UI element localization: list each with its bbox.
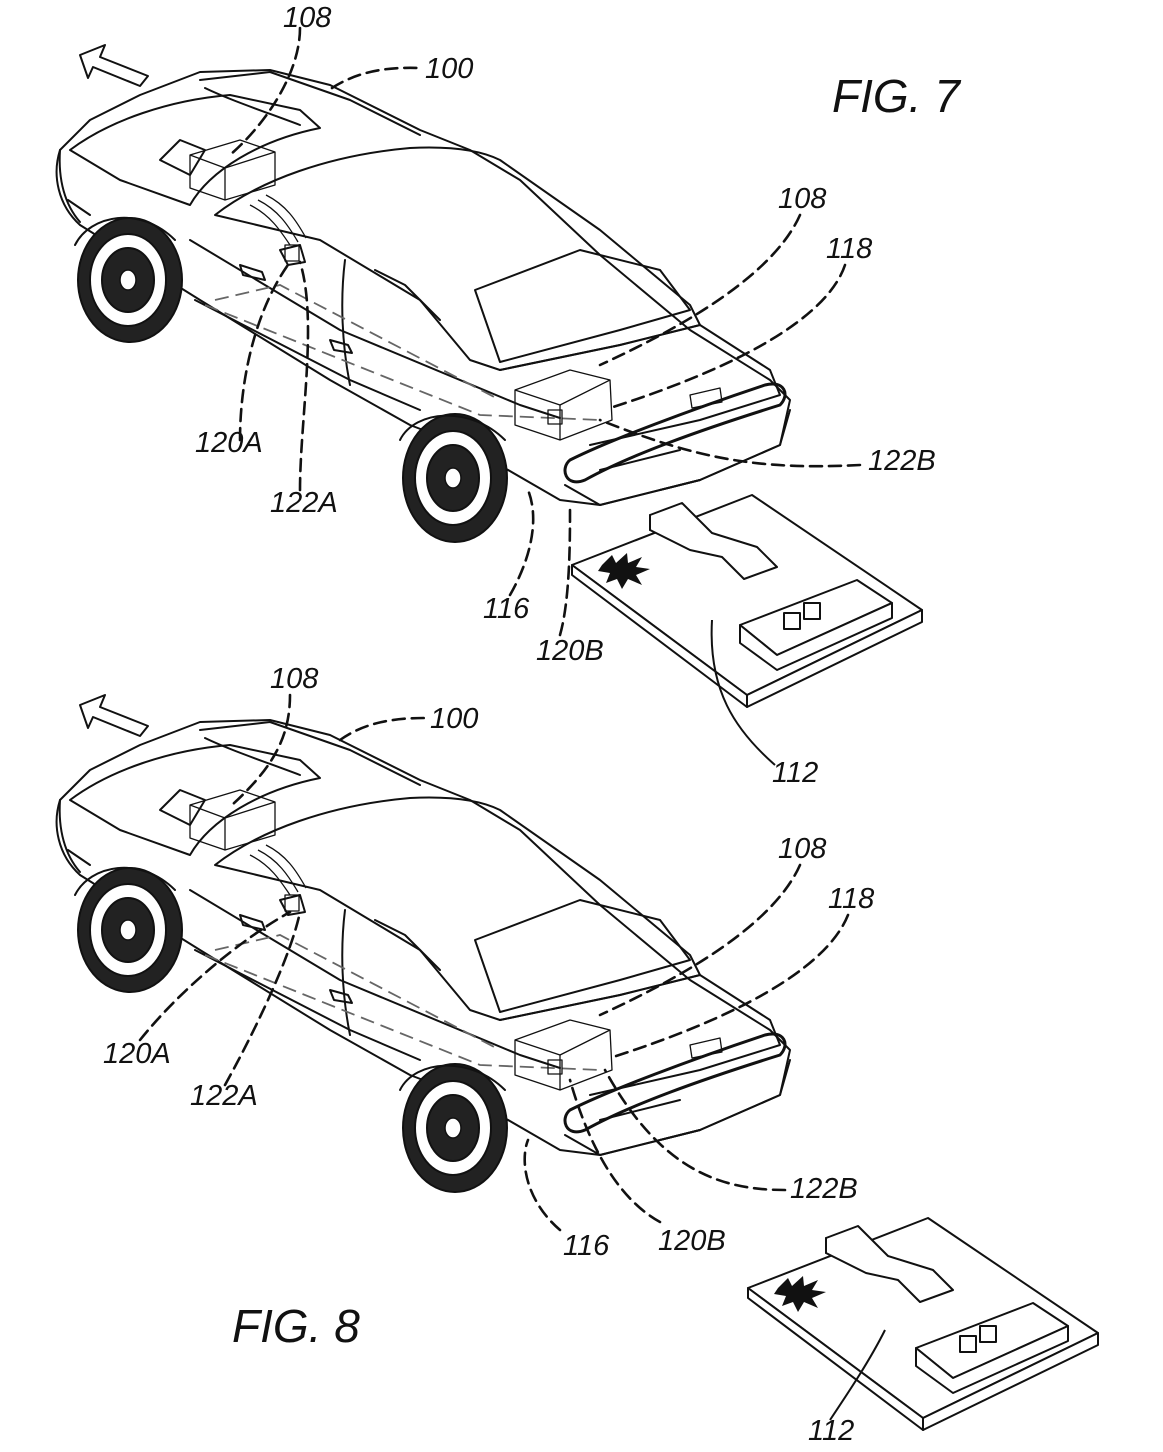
label-rear-port: 120B bbox=[536, 635, 604, 667]
figure-title: FIG. 8 bbox=[232, 1300, 360, 1352]
label-front-port: 120A bbox=[103, 1038, 171, 1070]
label-base: 112 bbox=[808, 1415, 854, 1447]
label-rear-link: 118 bbox=[826, 233, 872, 265]
label-rear-port: 120B bbox=[658, 1225, 726, 1257]
label-rear-unit: 108 bbox=[778, 833, 826, 865]
label-rear-link: 118 bbox=[828, 883, 874, 915]
label-rear-connector: 122B bbox=[868, 445, 936, 477]
figure-title: FIG. 7 bbox=[832, 70, 961, 122]
label-front-connector: 122A bbox=[190, 1080, 258, 1112]
label-vehicle: 100 bbox=[425, 53, 473, 85]
label-front-unit: 108 bbox=[270, 663, 318, 695]
vehicle-drawing bbox=[55, 43, 792, 544]
label-base: 112 bbox=[772, 757, 818, 789]
label-bumper: 116 bbox=[483, 593, 530, 625]
charging-base-drawing bbox=[747, 1217, 1099, 1431]
label-bumper: 116 bbox=[563, 1230, 610, 1262]
label-rear-connector: 122B bbox=[790, 1173, 858, 1205]
figure-8: 108 100 108 118 120A 122A 122B 116 120B … bbox=[55, 663, 1099, 1447]
label-front-unit: 108 bbox=[283, 2, 331, 34]
label-rear-unit: 108 bbox=[778, 183, 826, 215]
charging-base-drawing bbox=[571, 494, 923, 708]
label-front-connector: 122A bbox=[270, 487, 338, 519]
label-front-port: 120A bbox=[195, 427, 263, 459]
label-vehicle: 100 bbox=[430, 703, 478, 735]
vehicle-drawing bbox=[55, 693, 792, 1194]
figure-7: 108 100 108 118 120A 122A 122B 116 120B … bbox=[55, 2, 961, 789]
